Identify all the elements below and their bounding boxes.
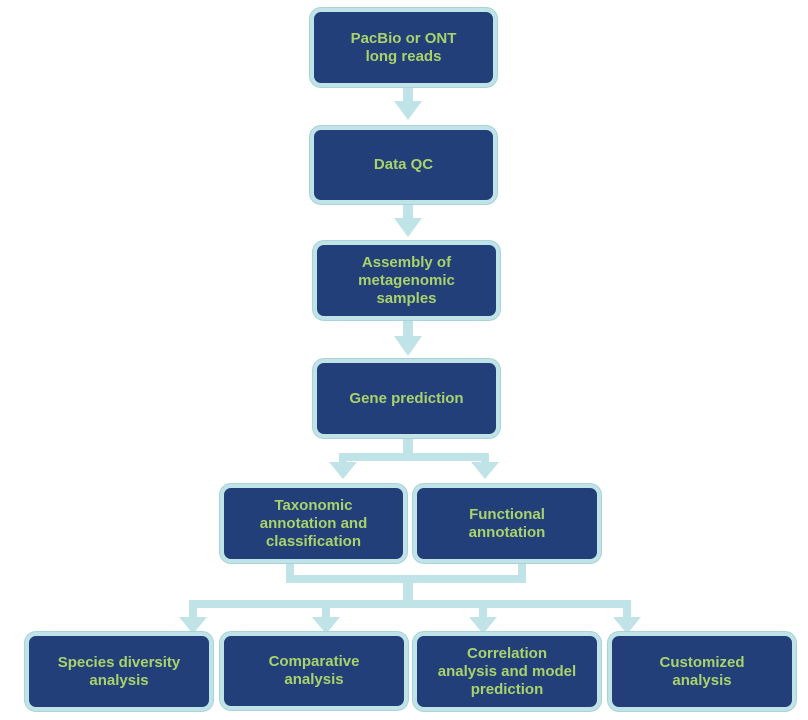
node-taxonomic-annotation: Taxonomic annotation and classification xyxy=(220,484,407,563)
arrow-assembly-to-gene xyxy=(394,321,422,356)
node-customized-analysis: Customized analysis xyxy=(608,632,796,711)
node-comparative-analysis: Comparative analysis xyxy=(220,632,408,710)
node-assembly: Assembly of metagenomic samples xyxy=(313,241,500,320)
arrow-reads-to-qc xyxy=(394,88,422,120)
arrow-to-analyses xyxy=(179,600,641,634)
merge-annotations xyxy=(286,563,526,603)
node-data-qc: Data QC xyxy=(310,126,497,204)
node-gene-prediction: Gene prediction xyxy=(313,359,500,438)
arrow-qc-to-assembly xyxy=(394,205,422,237)
node-long-reads: PacBio or ONT long reads xyxy=(310,8,497,87)
node-species-diversity: Species diversity analysis xyxy=(25,632,213,711)
arrow-gene-split xyxy=(329,438,499,479)
node-correlation-analysis: Correlation analysis and model predictio… xyxy=(413,632,601,711)
node-functional-annotation: Functional annotation xyxy=(413,484,601,563)
